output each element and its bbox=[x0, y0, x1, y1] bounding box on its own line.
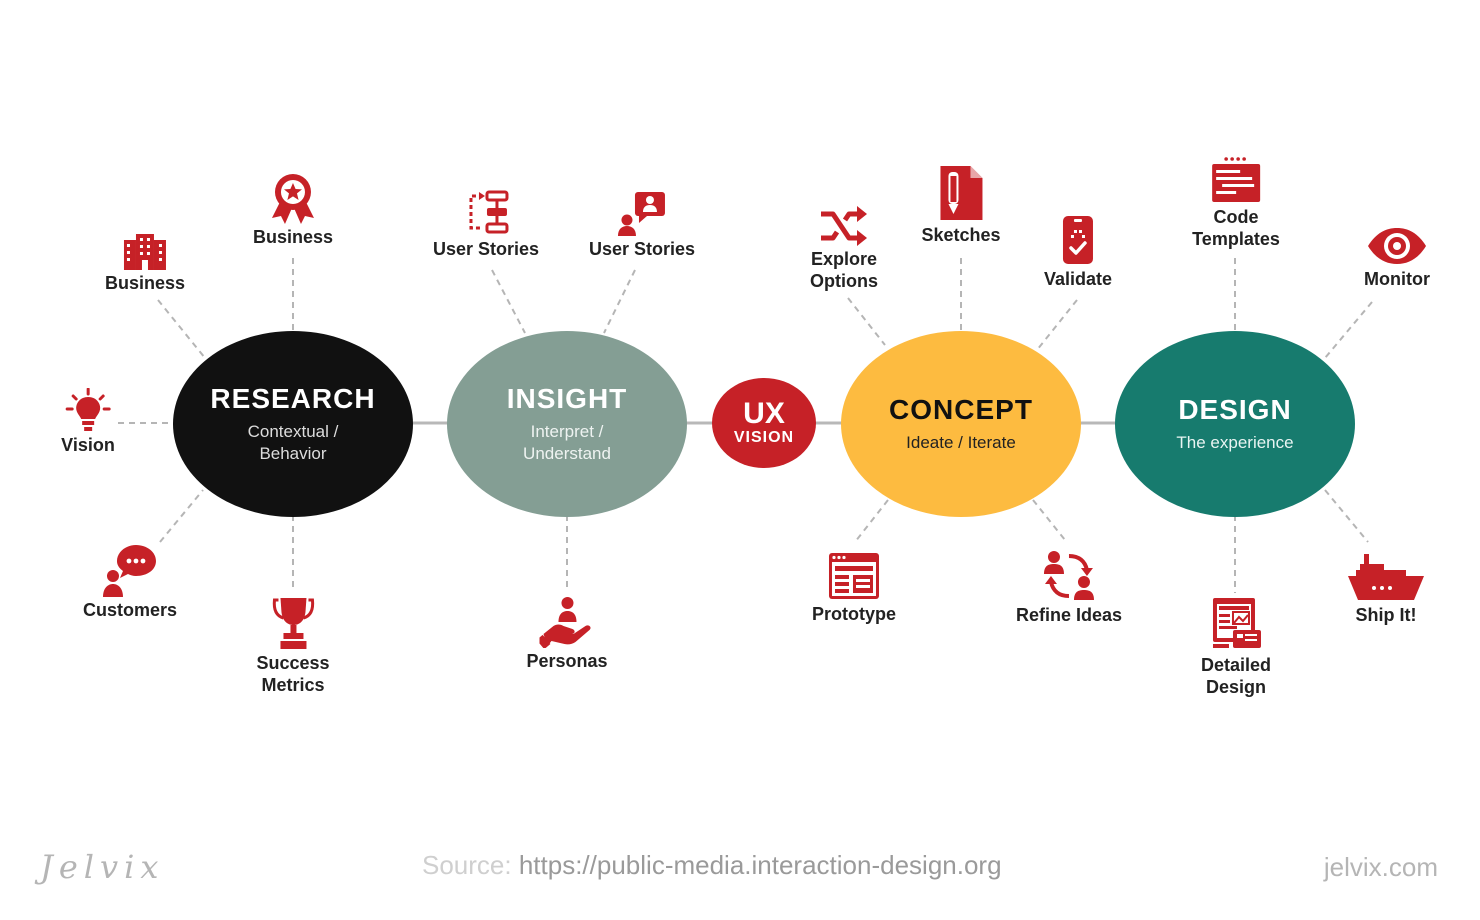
award-ribbon-icon bbox=[271, 174, 314, 224]
stage-insight: INSIGHT Interpret / Understand bbox=[447, 331, 687, 517]
stage-title: INSIGHT bbox=[506, 383, 628, 414]
node-label: Personas bbox=[526, 651, 608, 671]
user-message-icon bbox=[618, 192, 665, 236]
node-label: Validate bbox=[1043, 269, 1113, 289]
node-design-detailed-design: Detailed Design bbox=[1201, 596, 1271, 698]
stage-research: RESEARCH Contextual / Behavior bbox=[173, 331, 413, 517]
node-research-customers: Customers bbox=[83, 543, 177, 621]
source-citation: Source: https://public-media.interaction… bbox=[422, 850, 1002, 881]
stage-subtitle: The experience bbox=[1176, 433, 1294, 452]
node-label: Customers bbox=[82, 600, 178, 620]
hand-person-icon bbox=[538, 597, 591, 648]
ux-badge-title: UX bbox=[743, 397, 785, 430]
node-label: Vision bbox=[61, 435, 115, 455]
source-label: Source: bbox=[422, 850, 512, 880]
lightbulb-icon bbox=[65, 388, 111, 431]
stage-title: DESIGN bbox=[1178, 394, 1292, 425]
pencil-document-icon bbox=[940, 166, 982, 220]
node-concept-sketches: Sketches bbox=[921, 164, 1001, 246]
building-icon bbox=[123, 234, 166, 270]
node-label: User Stories bbox=[588, 239, 696, 259]
stage-design: DESIGN The experience bbox=[1115, 331, 1355, 517]
node-concept-refine-ideas: Refine Ideas bbox=[1016, 550, 1122, 626]
stage-title: CONCEPT bbox=[889, 394, 1033, 425]
node-research-success-metrics: Success Metrics bbox=[256, 596, 330, 696]
stage-title: RESEARCH bbox=[210, 383, 376, 414]
browser-layout-icon bbox=[828, 553, 879, 599]
node-insight-user-stories-1: User Stories bbox=[433, 190, 539, 260]
people-exchange-icon bbox=[1043, 551, 1094, 600]
site-url: jelvix.com bbox=[1323, 852, 1438, 882]
eye-icon bbox=[1367, 228, 1426, 264]
node-label: Explore Options bbox=[810, 249, 878, 291]
node-label: Prototype bbox=[811, 604, 897, 624]
node-label: User Stories bbox=[432, 239, 540, 259]
node-research-business-2: Business bbox=[253, 172, 333, 248]
stage-concept: CONCEPT Ideate / Iterate bbox=[841, 331, 1081, 517]
trophy-icon bbox=[272, 598, 314, 649]
code-template-icon bbox=[1211, 157, 1260, 202]
node-label: Success Metrics bbox=[256, 653, 330, 695]
node-insight-user-stories-2: User Stories bbox=[589, 190, 695, 260]
jelvix-logo: Jelvix bbox=[40, 848, 165, 886]
node-label: Detailed Design bbox=[1200, 655, 1272, 697]
stage-subtitle: Ideate / Iterate bbox=[906, 433, 1016, 452]
dashed-connectors bbox=[118, 258, 1373, 593]
node-research-vision: Vision bbox=[61, 388, 115, 456]
node-label: Business bbox=[252, 227, 334, 247]
design-mockup-icon bbox=[1213, 598, 1261, 648]
node-design-monitor: Monitor bbox=[1364, 226, 1430, 290]
node-concept-validate: Validate bbox=[1044, 214, 1112, 290]
source-url: https://public-media.interaction-design.… bbox=[518, 850, 1002, 880]
node-label: Refine Ideas bbox=[1015, 605, 1123, 625]
node-label: Sketches bbox=[921, 225, 1001, 245]
node-concept-prototype: Prototype bbox=[812, 551, 896, 625]
node-insight-personas: Personas bbox=[526, 596, 608, 672]
node-concept-explore-options: Explore Options bbox=[810, 206, 878, 292]
node-label: Business bbox=[104, 273, 186, 293]
ship-icon bbox=[1348, 554, 1424, 600]
stage-subtitle: Contextual / Behavior bbox=[247, 422, 339, 463]
stage-subtitle: Interpret / Understand bbox=[523, 422, 611, 463]
ux-vision-badge: UX VISION bbox=[712, 378, 816, 468]
node-design-ship-it: Ship It! bbox=[1346, 550, 1426, 626]
node-design-code-templates: Code Templates bbox=[1192, 156, 1280, 250]
shuffle-icon bbox=[821, 206, 867, 246]
node-label: Ship It! bbox=[1355, 605, 1417, 625]
ux-badge-subtitle: VISION bbox=[733, 429, 795, 446]
customer-chat-icon bbox=[103, 545, 156, 597]
flowchart-icon bbox=[469, 190, 509, 234]
phone-check-icon bbox=[1062, 216, 1093, 264]
node-label: Monitor bbox=[1364, 269, 1430, 289]
node-research-business-1: Business bbox=[105, 232, 185, 294]
node-label: Code Templates bbox=[1192, 207, 1280, 249]
